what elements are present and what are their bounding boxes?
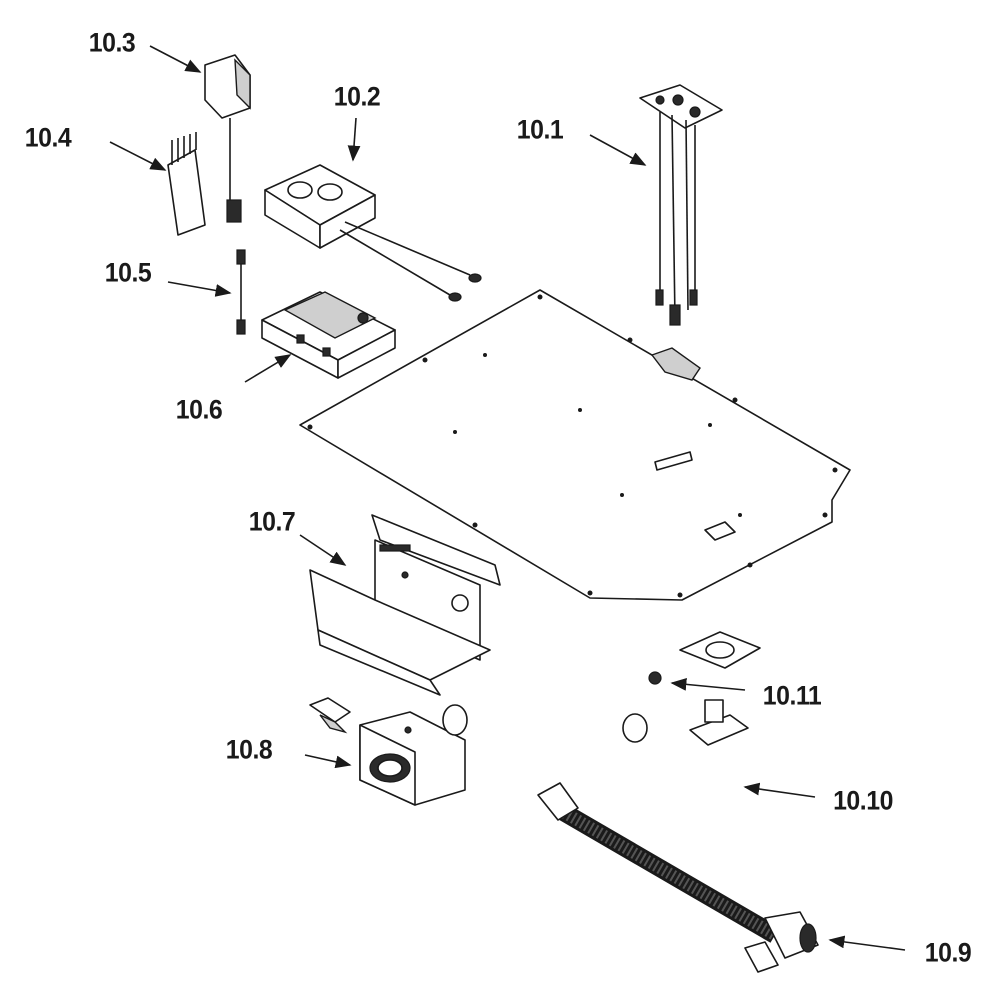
label-10-5: 10.5 bbox=[104, 257, 152, 288]
battery-holder-drawing bbox=[264, 164, 482, 302]
label-10-7: 10.7 bbox=[248, 506, 296, 537]
orifice-drawing bbox=[648, 631, 761, 685]
base-plate bbox=[299, 289, 851, 601]
label-10-6: 10.6 bbox=[175, 394, 223, 425]
label-10-3: 10.3 bbox=[88, 27, 136, 58]
label-10-1: 10.1 bbox=[516, 114, 564, 145]
label-10-2: 10.2 bbox=[333, 81, 381, 112]
jumper-wire-drawing bbox=[236, 249, 246, 335]
pilot-tube-drawing bbox=[560, 699, 749, 805]
label-10-8: 10.8 bbox=[225, 734, 273, 765]
wire-harness-drawing bbox=[167, 132, 206, 236]
label-10-9: 10.9 bbox=[924, 937, 972, 968]
pilot-assembly-drawing bbox=[639, 84, 723, 326]
ac-adapter-drawing bbox=[204, 54, 251, 223]
label-10-11: 10.11 bbox=[762, 680, 822, 711]
callout-arrows bbox=[109, 45, 906, 951]
valve-bracket-drawing bbox=[309, 514, 501, 696]
label-10-10: 10.10 bbox=[833, 785, 893, 816]
label-10-4: 10.4 bbox=[24, 122, 72, 153]
control-module-drawing bbox=[261, 291, 396, 379]
gas-valve-drawing bbox=[309, 697, 468, 806]
flex-connector-drawing bbox=[537, 782, 819, 973]
